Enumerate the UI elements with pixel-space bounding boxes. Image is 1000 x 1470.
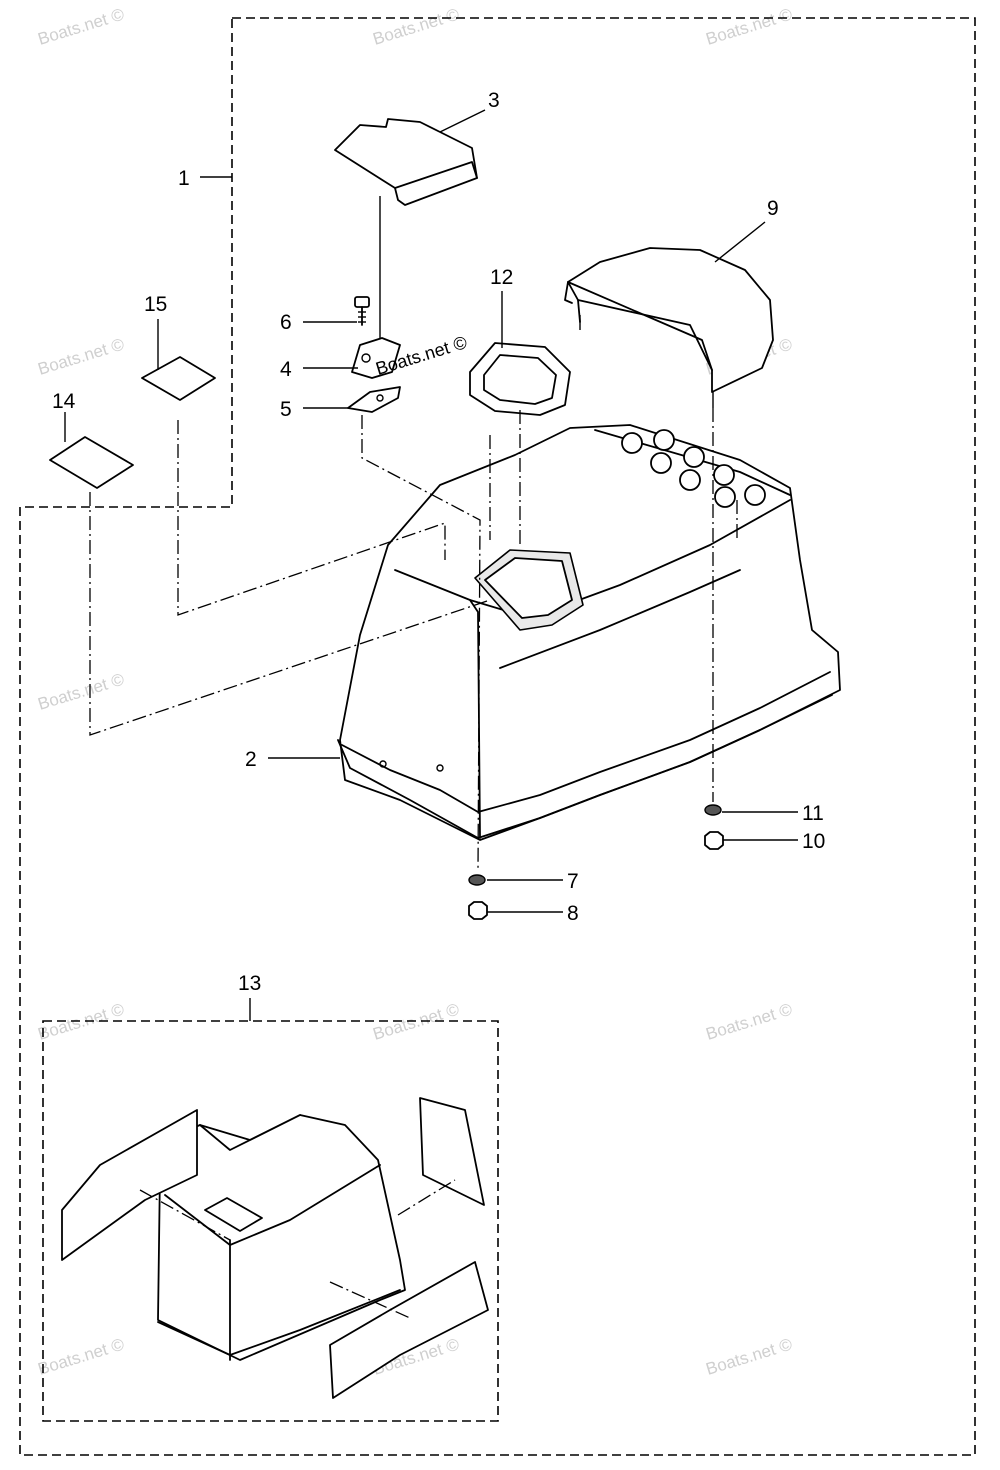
latch-hardware [347,296,401,413]
seal-ring-part [469,342,571,416]
rear-cover-part [564,247,774,408]
callout-4: 4 [280,358,292,381]
decal-14-part [49,436,134,489]
washer-7-part [468,874,486,886]
watermark: Boats.net © [36,669,127,713]
top-cover-part [334,118,478,350]
watermark: Boats.net © [36,334,127,378]
watermark: Boats.net © [36,1334,127,1378]
decal-left [61,1109,198,1261]
assembly-guide-lines [89,408,738,871]
callout-11: 11 [802,802,824,825]
callout-14: 14 [52,390,76,413]
decal-right [419,1097,485,1206]
callout-6: 6 [280,311,292,334]
callout-13: 13 [238,972,261,995]
callout-5: 5 [280,398,292,421]
callout-7: 7 [567,870,579,893]
watermark: Boats.net © [36,4,127,48]
watermark: Boats.net © [704,1334,795,1378]
leader-lines [64,109,798,913]
washer-11-part [704,804,722,816]
callout-labels: 1 2 3 4 5 6 7 8 9 10 11 12 13 14 15 [52,89,825,995]
callout-2: 2 [245,748,257,771]
watermark: Boats.net © [704,4,795,48]
decal-bottom [329,1261,489,1399]
callout-10: 10 [802,830,825,853]
assembly-boundary [19,17,976,1456]
decal-15-part [141,356,216,401]
nut-8-part [468,901,488,920]
decal-kit-boundary [42,1020,499,1422]
watermark-inline: Boats.net © [373,332,469,379]
callout-15: 15 [144,293,167,316]
callout-3: 3 [488,89,500,112]
callout-8: 8 [567,902,579,925]
nut-10-part [704,831,724,850]
engine-cowling-part [337,424,841,841]
callout-12: 12 [490,266,513,289]
watermark: Boats.net © [704,999,795,1043]
callout-9: 9 [767,197,779,220]
callout-1: 1 [178,167,190,190]
watermark: Boats.net © [371,4,462,48]
decal-kit-illustration [61,1097,489,1399]
